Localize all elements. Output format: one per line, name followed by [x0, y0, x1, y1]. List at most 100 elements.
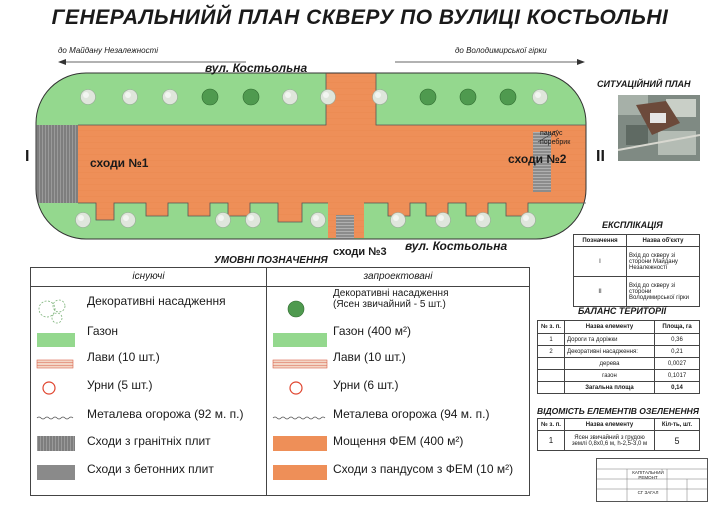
legend-item-text: Урни (5 шт.)	[87, 378, 153, 392]
explication-name: Вхід до скверу зі сторони Майдану Незале…	[626, 246, 700, 277]
tree-highlight	[393, 215, 399, 221]
fence-icon	[272, 416, 326, 420]
legend-item-text: Урни (6 шт.)	[333, 378, 399, 392]
legend-item-text: Сходи з пандусом з ФЕМ (10 м²)	[333, 462, 514, 476]
balance-title: БАЛАНС ТЕРИТОРІЇ	[578, 306, 667, 316]
tree-highlight	[78, 215, 84, 221]
explication-mark: I	[573, 246, 627, 277]
legend-item-label: Декоративні насадження(Ясен звичайний - …	[333, 288, 448, 310]
tree-highlight	[125, 92, 131, 98]
lawn-swatch	[37, 333, 75, 347]
legend-item-label: Сходи з пандусом з ФЕМ (10 м²)	[333, 462, 513, 476]
legend-item-text: Декоративні насадження	[333, 288, 449, 299]
stairs-1-granite	[36, 125, 78, 203]
legend-item-text: Лави (10 шт.)	[333, 350, 406, 364]
ramp-label: пандус поребрик	[540, 129, 570, 147]
balance-table: № з. п. Назва елементу Площа, га 1 Дорог…	[537, 320, 700, 394]
legend-item-label: Урни (5 шт.)	[87, 378, 153, 392]
balance-total-label: Загальна площа	[564, 381, 655, 394]
balance-cell	[537, 369, 565, 382]
greenery-cell: Ясен звичайний з грудою землі 0,8х0,6 м,…	[564, 430, 655, 451]
existing-trees-bottom	[75, 212, 536, 228]
legend-item-label: Газон	[87, 324, 118, 338]
street-label-bottom: вул. Костьольна	[405, 239, 508, 253]
table-row: II Вхід до скверу зі сторони Володимирсь…	[573, 276, 700, 307]
existing-trees-top	[80, 89, 548, 105]
tree-highlight	[523, 215, 529, 221]
table-row: 2 Декоративні насадження: 0,21	[537, 345, 700, 358]
greenery-cell: 5	[654, 430, 700, 451]
table-row: 1 Дороги та доріжки 0,36	[537, 333, 700, 346]
legend-item-text: Газон	[87, 324, 119, 338]
table-row: дерева 0,0027	[537, 357, 700, 370]
page-title: ГЕНЕРАЛЬНИЙЙ ПЛАН СКВЕРУ ПО ВУЛИЦІ КОСТЬ…	[51, 6, 669, 29]
tree-highlight	[438, 215, 444, 221]
section-mark-right: II	[596, 148, 605, 165]
legend-item-label: Металева огорожа (92 м. п.)	[87, 407, 244, 421]
urn-icon	[289, 381, 303, 395]
curb-text: поребрик	[540, 139, 571, 146]
greenery-table: № з. п. Назва елементу Кіл-ть, шт. 1 Ясе…	[537, 418, 700, 451]
table-row: 1 Ясен звичайний з грудою землі 0,8х0,6 …	[537, 430, 700, 451]
balance-total-value: 0,14	[654, 381, 700, 394]
title-block: КАПІТАЛЬНИЙ РЕМОНТ СГ ЗАГАЛ	[596, 458, 708, 502]
tree-highlight	[375, 92, 381, 98]
legend-item-text: Декоративні насадження	[87, 294, 226, 308]
projected-tree-icon	[242, 88, 260, 106]
greenery-cell: 1	[537, 430, 565, 451]
legend-item-text: Газон (400 м²)	[333, 324, 411, 338]
legend-item-label: Урни (6 шт.)	[333, 378, 399, 392]
projected-tree-icon	[201, 88, 219, 106]
stairs-2	[533, 132, 551, 192]
situation-plan-map	[618, 95, 700, 161]
balance-cell: дерева	[564, 357, 655, 370]
legend-item-text: Сходи з гранітніх плит	[87, 434, 211, 448]
paving-swatch	[273, 436, 327, 451]
direction-left-label: до Майдану Незалежності	[58, 46, 159, 55]
direction-left-arrow	[58, 59, 246, 65]
balance-cell: 0,1017	[654, 369, 700, 382]
projected-tree-icon	[419, 88, 437, 106]
balance-header: Площа, га	[654, 320, 700, 334]
tree-icon	[287, 300, 305, 318]
greenery-header: Назва елементу	[564, 418, 655, 431]
greenery-header: Кіл-ть, шт.	[654, 418, 700, 431]
tree-highlight	[123, 215, 129, 221]
balance-cell: 0,21	[654, 345, 700, 358]
legend-item-label: Лави (10 шт.)	[87, 350, 160, 364]
balance-cell: Дороги та доріжки	[564, 333, 655, 346]
legend-item-label: Газон (400 м²)	[333, 324, 411, 338]
explication-title: ЕКСПЛІКАЦІЯ	[602, 220, 663, 230]
tree-highlight	[478, 215, 484, 221]
stairs-1-label: сходи №1	[90, 156, 149, 170]
concrete-stairs-swatch	[37, 465, 75, 480]
fence-icon	[36, 416, 74, 420]
tree-highlight	[165, 92, 171, 98]
balance-cell: 0,0027	[654, 357, 700, 370]
legend-item-label: Сходи з бетонних плит	[87, 462, 214, 476]
balance-header: № з. п.	[537, 320, 565, 334]
legend-item-text: Металева огорожа (94 м. п.)	[333, 407, 490, 421]
legend-item-text: Лави (10 шт.)	[87, 350, 160, 364]
legend-item-text: Металева огорожа (92 м. п.)	[87, 407, 244, 421]
legend-item-label: Сходи з гранітніх плит	[87, 434, 211, 448]
section-mark-left: I	[25, 148, 30, 165]
tree-highlight	[535, 92, 541, 98]
urn-icon	[42, 381, 56, 395]
street-label-top: вул. Костьольна	[205, 61, 308, 75]
stairs-2-label: сходи №2	[508, 152, 567, 166]
legend-item-text: Мощення ФЕМ (400 м²)	[333, 434, 464, 448]
legend-item-subtext: (Ясен звичайний - 5 шт.)	[333, 299, 446, 310]
explication-name: Вхід до скверу зі сторони Володимирської…	[626, 276, 700, 307]
balance-cell	[537, 357, 565, 370]
paving-main	[68, 125, 586, 203]
general-plan	[35, 72, 587, 240]
legend-title: УМОВНІ ПОЗНАЧЕННЯ	[214, 255, 328, 266]
balance-cell: 1	[537, 333, 565, 346]
lawn-swatch	[273, 333, 327, 347]
title-block-text: СГ ЗАГАЛ	[637, 490, 659, 495]
direction-right-arrow	[395, 59, 585, 65]
ramp-stairs-swatch	[273, 465, 327, 480]
explication-header: Назва об'єкту	[626, 234, 700, 247]
